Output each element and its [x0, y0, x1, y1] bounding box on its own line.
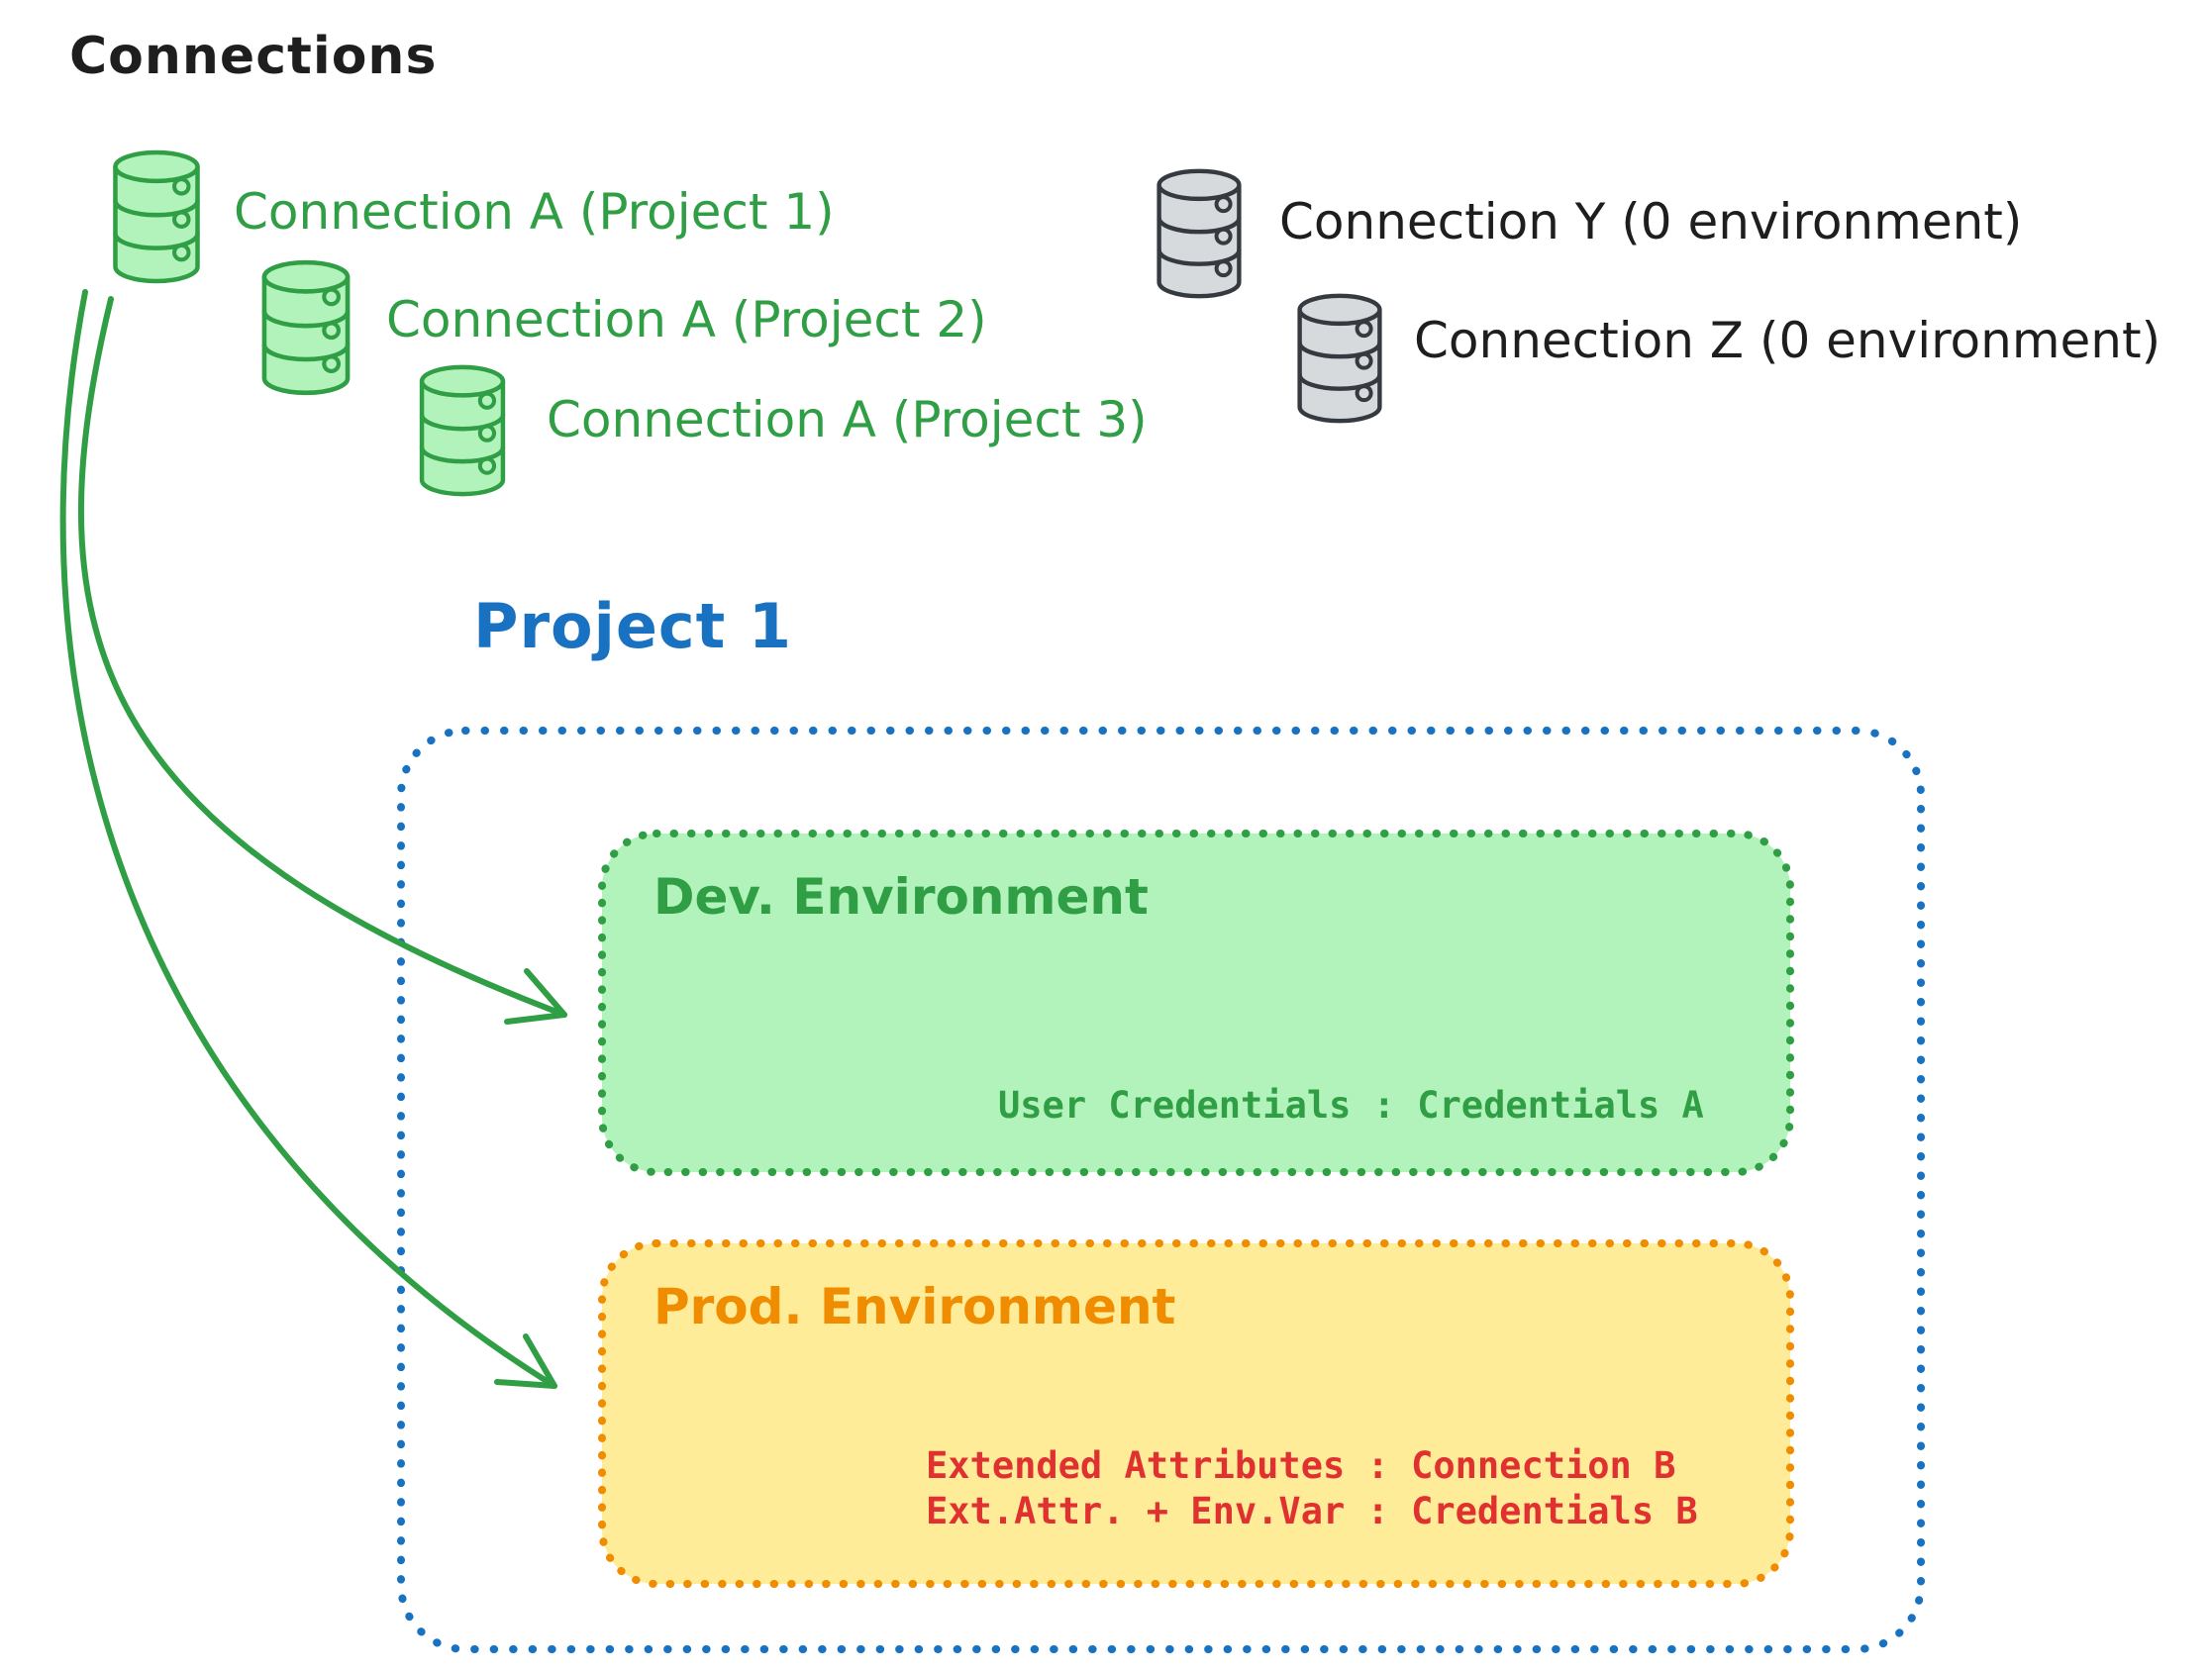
arrow-connection-a-to-prod-environment: [59, 289, 557, 1389]
prod-environment-attributes-line: Extended Attributes : Connection B: [926, 1444, 1676, 1487]
database-icon-connection-a-project-2: [264, 262, 348, 393]
arrow-connection-a-to-dev-environment: [78, 296, 567, 1025]
project-1-title: Project 1: [473, 590, 793, 662]
prod-environment-title: Prod. Environment: [654, 1278, 1176, 1335]
connections-title: Connections: [69, 27, 438, 86]
dev-environment-credentials-line: User Credentials : Credentials A: [998, 1084, 1704, 1127]
database-icon-connection-a-project-1: [115, 152, 197, 281]
database-icon-connection-y: [1159, 171, 1240, 296]
dev-environment-box: [598, 830, 1794, 1176]
prod-environment-credentials-line: Ext.Attr. + Env.Var : Credentials B: [926, 1490, 1698, 1532]
label-connection-y: Connection Y (0 environment): [1279, 193, 2023, 250]
label-connection-a-project-3: Connection A (Project 3): [547, 391, 1148, 448]
label-connection-z: Connection Z (0 environment): [1414, 312, 2162, 369]
label-connection-a-project-2: Connection A (Project 2): [386, 291, 987, 348]
database-icon-connection-z: [1300, 296, 1380, 421]
prod-environment-box: [598, 1239, 1794, 1588]
project-1-boundary-box: [397, 727, 1925, 1653]
dev-environment-title: Dev. Environment: [654, 868, 1149, 926]
database-icon-connection-a-project-3: [422, 367, 503, 494]
label-connection-a-project-1: Connection A (Project 1): [234, 183, 835, 241]
